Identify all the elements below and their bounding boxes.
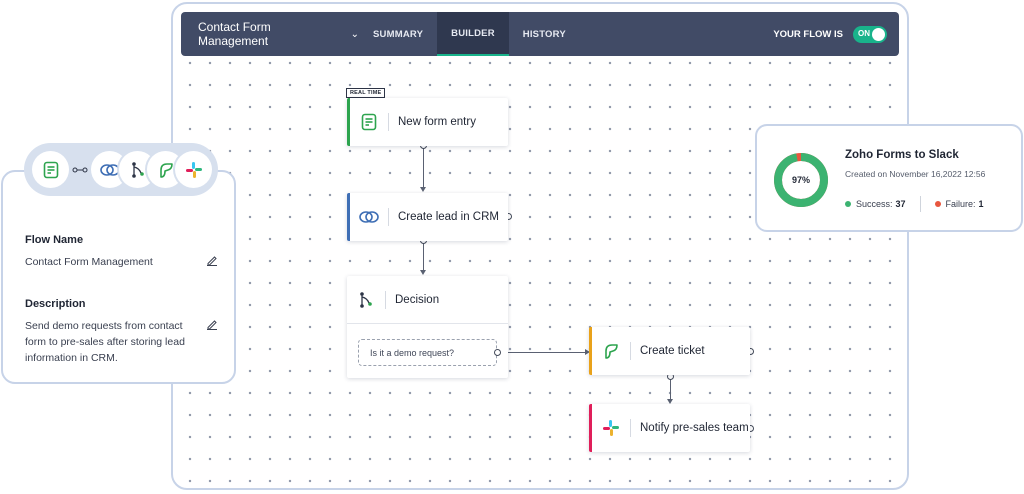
zoho-forms-icon — [350, 113, 388, 131]
condition-label: Is it a demo request? — [370, 347, 455, 358]
condition-box[interactable]: Is it a demo request? — [358, 339, 497, 366]
edit-icon[interactable] — [206, 318, 218, 330]
decision-branch-icon — [131, 161, 144, 178]
connector-port[interactable] — [494, 349, 501, 356]
toggle-label: ON — [858, 28, 870, 38]
stats-title: Zoho Forms to Slack — [845, 149, 959, 161]
decision-branch-icon — [347, 291, 385, 309]
failure-count: 1 — [978, 199, 984, 209]
donut-success-arc — [774, 153, 828, 207]
node-separator — [388, 208, 389, 226]
node-new-form-entry[interactable]: New form entry — [347, 98, 508, 146]
flow-selector-label: Contact Form Management — [198, 20, 271, 48]
node-separator — [385, 290, 386, 309]
tab-history[interactable]: HISTORY — [522, 28, 566, 40]
arrow-down-icon — [420, 187, 426, 192]
flow-info-panel: Flow Name Contact Form Management Descri… — [1, 170, 236, 384]
slack-icon — [592, 419, 630, 437]
app-circle — [32, 151, 69, 188]
slack-icon — [185, 161, 202, 178]
node-label: New form entry — [398, 116, 476, 128]
link-icon — [69, 166, 91, 174]
stats-counts: Success: 37 Failure: 1 — [845, 196, 984, 212]
success-donut: 97% — [774, 153, 828, 207]
zoho-desk-icon — [592, 342, 630, 360]
edit-icon[interactable] — [206, 254, 218, 266]
connector-decision-ticket — [499, 352, 586, 353]
node-create-lead-crm[interactable]: Create lead in CRM — [347, 193, 508, 241]
connector-ticket-notify — [670, 379, 671, 400]
description-label: Description — [25, 298, 86, 310]
success-count: 37 — [895, 199, 906, 209]
zoho-crm-icon — [99, 163, 120, 176]
flow-selector[interactable]: Contact Form Management ⌄ — [181, 20, 359, 48]
description-value: Send demo requests from contact form to … — [25, 320, 185, 364]
action-apps-group — [91, 151, 212, 188]
flow-name-value: Contact Form Management — [25, 256, 153, 268]
success-label: Success: — [856, 199, 893, 209]
connector-crm-decision — [423, 243, 424, 271]
flow-stats-card: 97% Zoho Forms to Slack Created on Novem… — [755, 124, 1023, 232]
arrow-right-icon — [585, 349, 590, 355]
node-label: Decision — [395, 293, 440, 306]
node-label: Create ticket — [640, 345, 705, 357]
zoho-desk-icon — [159, 162, 173, 178]
connector-trigger-crm — [423, 148, 424, 188]
flow-apps-pill — [24, 143, 218, 196]
chevron-down-icon: ⌄ — [350, 28, 359, 40]
top-bar: Contact Form Management ⌄ SUMMARY BUILDE… — [181, 12, 899, 56]
stats-created: Created on November 16,2022 12:56 — [845, 169, 986, 179]
tab-summary[interactable]: SUMMARY — [373, 28, 424, 40]
failure-label: Failure: — [945, 199, 976, 209]
node-notify-pre-sales[interactable]: Notify pre-sales team — [589, 404, 750, 452]
node-create-ticket[interactable]: Create ticket — [589, 327, 750, 375]
stats-divider — [919, 196, 921, 212]
tab-builder[interactable]: BUILDER — [437, 12, 509, 56]
decision-header: Decision — [347, 276, 508, 324]
flow-status-label: YOUR FLOW IS — [773, 28, 843, 40]
zoho-forms-icon — [43, 161, 58, 178]
node-separator — [630, 419, 631, 437]
real-time-badge: REAL TIME — [346, 88, 386, 98]
flow-toggle[interactable]: ON — [853, 25, 887, 43]
builder-window: Contact Form Management ⌄ SUMMARY BUILDE… — [171, 2, 909, 490]
node-decision[interactable]: Decision Is it a demo request? — [347, 276, 508, 378]
tab-bar: SUMMARY BUILDER HISTORY — [359, 12, 580, 56]
donut-percent: 97% — [792, 175, 810, 185]
flow-status: YOUR FLOW IS ON — [773, 25, 899, 43]
app-circle — [175, 151, 212, 188]
arrow-down-icon — [420, 270, 426, 275]
node-label: Notify pre-sales team — [640, 422, 749, 434]
arrow-down-icon — [667, 399, 673, 404]
node-separator — [388, 113, 389, 131]
failure-dot — [934, 201, 941, 207]
flow-name-label: Flow Name — [25, 234, 84, 246]
node-separator — [630, 342, 631, 360]
zoho-crm-icon — [350, 210, 388, 224]
node-label: Create lead in CRM — [398, 211, 499, 223]
toggle-knob — [872, 27, 885, 41]
success-dot — [845, 201, 851, 207]
